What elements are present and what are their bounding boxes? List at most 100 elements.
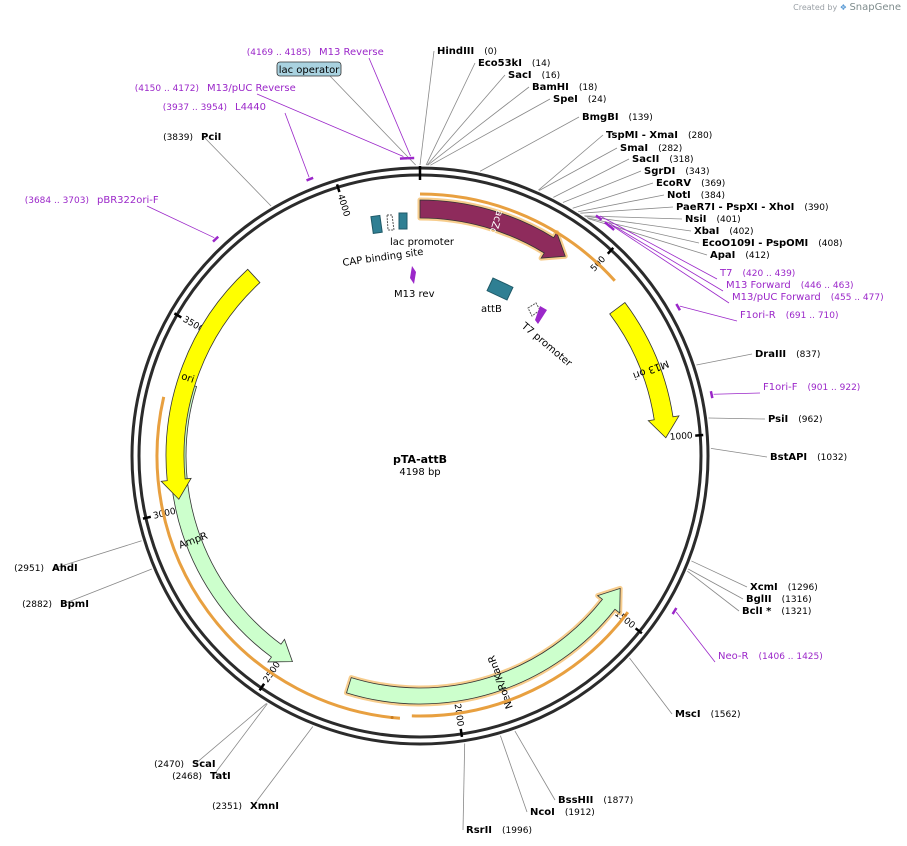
- enzyme-position: (1316): [782, 595, 812, 605]
- tick-1000: [695, 433, 704, 437]
- enzyme-noti[interactable]: NotI(384): [667, 190, 725, 201]
- enzyme-position: (962): [798, 415, 822, 425]
- tick-4000: [335, 184, 341, 193]
- primer-leader-m13-reverse: [368, 57, 411, 157]
- leader-sacii: [553, 158, 630, 198]
- leader-bsshii: [514, 730, 556, 801]
- primer-f1ori-f[interactable]: F1ori-F(901 .. 922): [763, 382, 860, 393]
- enzyme-saci[interactable]: SacI(16): [508, 70, 560, 81]
- enzyme-position: (412): [745, 251, 769, 261]
- enzyme-position: (1912): [565, 808, 595, 818]
- lacz-arrow[interactable]: [419, 199, 566, 259]
- m13-ori-arrow[interactable]: [609, 301, 680, 439]
- enzyme-ahdi[interactable]: AhdI(2951): [14, 563, 78, 574]
- m13-rev-label: M13 rev: [394, 289, 435, 300]
- enzyme-name: BglII: [746, 594, 772, 605]
- leader-ecorv: [572, 182, 654, 209]
- enzyme-msci[interactable]: MscI(1562): [675, 709, 741, 720]
- enzyme-name: SpeI: [553, 94, 578, 105]
- primer-leader-m13-puc-forward: [612, 225, 730, 304]
- primer-l4440[interactable]: L4440 (3937 .. 3954): [163, 102, 266, 113]
- primer-m13-reverse[interactable]: M13 Reverse(4169 .. 4185): [247, 47, 384, 58]
- tick-label-2000: 2000: [452, 703, 465, 727]
- enzyme-name: TspMI - XmaI: [606, 130, 678, 141]
- primer-name: M13/pUC Reverse: [207, 83, 296, 94]
- enzyme-name: XbaI: [694, 226, 719, 237]
- lac-operator-callout[interactable]: lac operator: [276, 61, 342, 77]
- leader-bstapi: [710, 447, 768, 458]
- enzyme-position: (3839): [163, 133, 193, 143]
- primer-m13-puc-reverse[interactable]: M13/pUC Reverse(4150 .. 4172): [135, 83, 296, 94]
- enzyme-spei[interactable]: SpeI(24): [553, 94, 606, 105]
- leader-noti: [578, 194, 665, 213]
- enzyme-draiii[interactable]: DraIII (837): [755, 349, 820, 360]
- enzyme-position: (837): [796, 350, 820, 360]
- leader-bglii: [687, 568, 744, 600]
- enzyme-psii[interactable]: PsiI(962): [768, 414, 822, 425]
- enzyme-eco53ki[interactable]: Eco53kI(14): [478, 58, 550, 69]
- primer-range: (446 .. 463): [801, 281, 854, 291]
- enzyme-sgrdi[interactable]: SgrDI(343): [644, 166, 710, 177]
- primer-range: (420 .. 439): [742, 269, 795, 279]
- enzyme-bmgbi[interactable]: BmgBI(139): [582, 112, 653, 123]
- primer-range: (1406 .. 1425): [759, 652, 823, 662]
- primer-leader-m13-forward: [608, 222, 724, 292]
- enzyme-apai[interactable]: ApaI(412): [710, 250, 770, 261]
- primer-name: L4440: [235, 102, 266, 113]
- leader-lines: [54, 50, 768, 831]
- tick-2000: [459, 728, 464, 738]
- lac-promoter-box: [398, 212, 408, 230]
- tick-1500: [634, 627, 643, 635]
- primer-m13-forward[interactable]: M13 Forward(446 .. 463): [726, 280, 854, 291]
- enzyme-bpmi[interactable]: BpmI(2882): [22, 599, 89, 610]
- enzyme-tspmi[interactable]: TspMI - XmaI(280): [606, 130, 712, 141]
- enzyme-name: MscI: [675, 709, 701, 720]
- enzyme-sacii[interactable]: SacII(318): [632, 154, 694, 165]
- enzyme-scai[interactable]: ScaI(2470): [154, 759, 216, 770]
- enzyme-tati[interactable]: TatI(2468): [172, 771, 231, 782]
- small-features: [370, 212, 547, 324]
- snapgene-credit: Created by ❖ SnapGene: [793, 2, 901, 13]
- leader-bcli: [687, 570, 740, 612]
- neor-kanr-arrow[interactable]: [346, 587, 621, 705]
- enzyme-pcii[interactable]: PciI(3839): [163, 132, 221, 143]
- primer-pbr322ori-f[interactable]: pBR322ori-F(3684 .. 3703): [25, 195, 159, 206]
- enzyme-name: BmgBI: [582, 112, 619, 123]
- primer-leader-neo-r: [675, 611, 716, 663]
- enzyme-position: (2951): [14, 564, 44, 574]
- enzyme-paer7i[interactable]: PaeR7I - PspXI - XhoI(390): [676, 202, 829, 213]
- enzyme-ecoo109i[interactable]: EcoO109I - PspOMI(408): [702, 238, 842, 249]
- primer-t7[interactable]: T7(420 .. 439): [719, 268, 795, 279]
- enzyme-bglii[interactable]: BglII (1316): [746, 594, 812, 605]
- enzyme-bsshii[interactable]: BssHII(1877): [558, 795, 633, 806]
- enzyme-ecorv[interactable]: EcoRV(369): [656, 178, 725, 189]
- enzyme-xbai[interactable]: XbaI(402): [694, 226, 754, 237]
- enzyme-bstapi[interactable]: BstAPI(1032): [770, 452, 847, 463]
- enzyme-smai[interactable]: SmaI(282): [620, 143, 682, 154]
- enzyme-name: PaeR7I - PspXI - XhoI: [676, 202, 794, 213]
- enzyme-nsii[interactable]: NsiI(401): [685, 214, 741, 225]
- enzyme-bamhi[interactable]: BamHI(18): [532, 82, 597, 93]
- ori-arrow[interactable]: [160, 268, 261, 500]
- enzyme-ncoi[interactable]: NcoI(1912): [530, 807, 595, 818]
- leader-rsrii: [462, 743, 466, 831]
- primer-range: (3937 .. 3954): [163, 103, 227, 113]
- primer-m13-puc-forward[interactable]: M13/pUC Forward(455 .. 477): [732, 292, 884, 303]
- enzyme-rsrii[interactable]: RsrII(1996): [466, 825, 532, 836]
- primer-mark-m13-puc-forward: [607, 224, 615, 231]
- enzyme-hindiii[interactable]: HindIII(0): [437, 46, 497, 57]
- enzyme-position: (2468): [172, 772, 202, 782]
- enzyme-bcli[interactable]: BclI *(1321): [742, 606, 811, 617]
- ampr-arrow[interactable]: [169, 381, 293, 663]
- primer-f1ori-r[interactable]: F1ori-R(691 .. 710): [740, 310, 839, 321]
- primer-neo-r[interactable]: Neo-R(1406 .. 1425): [718, 651, 823, 662]
- enzyme-name: BamHI: [532, 82, 569, 93]
- enzyme-xcmi[interactable]: XcmI(1296): [750, 582, 818, 593]
- leader-bmgbi: [479, 116, 580, 172]
- plasmid-size: 4198 bp: [399, 467, 440, 478]
- enzyme-position: (343): [685, 167, 709, 177]
- primer-range: (3684 .. 3703): [25, 196, 89, 206]
- enzyme-name: DraIII: [755, 349, 786, 360]
- enzyme-xmni[interactable]: XmnI(2351): [212, 801, 279, 812]
- enzyme-position: (1032): [817, 453, 847, 463]
